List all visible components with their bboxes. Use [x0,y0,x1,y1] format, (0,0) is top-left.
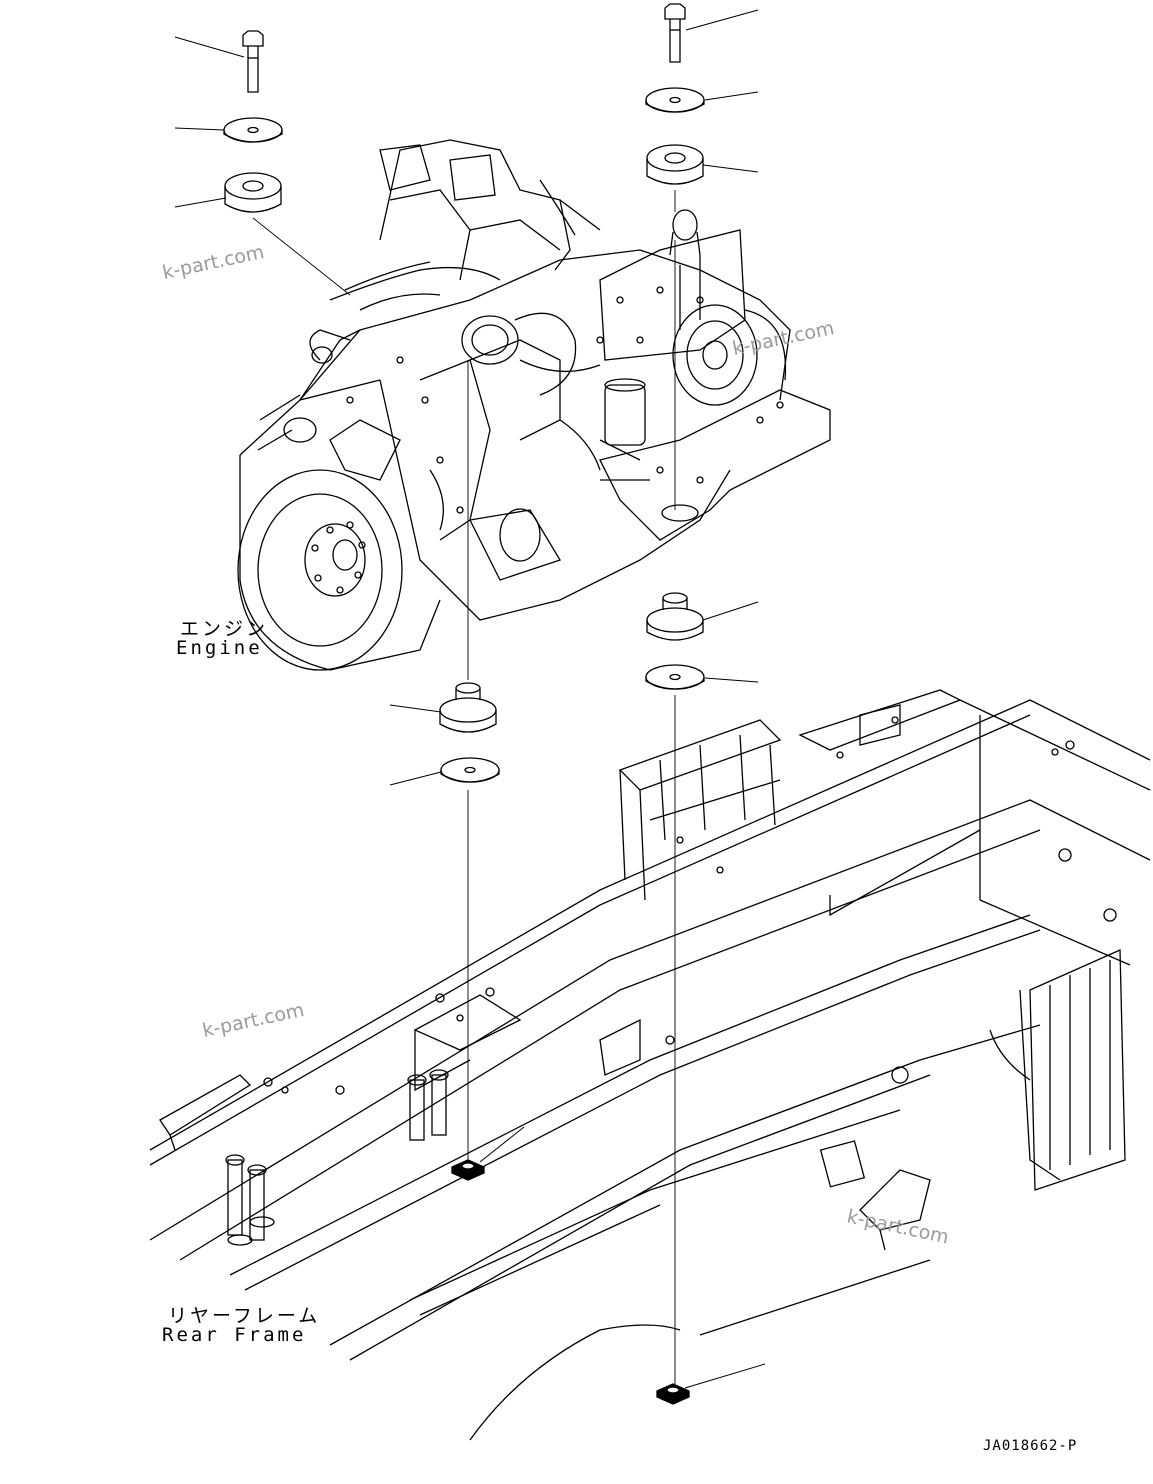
bolt-top-right [664,3,686,63]
cushion-top-left [224,172,282,213]
nut-left [451,1159,485,1181]
rear-frame-drawing [149,689,1151,1441]
rear-frame-label-jp: リヤーフレーム [168,1305,321,1327]
mount-parts [223,3,705,1405]
frame-bolts-left [225,1069,449,1246]
engine-label-jp: エンジン [180,618,269,640]
washer-top-left [223,117,283,143]
engine-label-en: Engine [176,637,263,659]
engine-drawing [237,139,831,671]
washer-lower-right [645,664,705,690]
washer-lower-left [440,757,500,783]
nut-right [656,1383,690,1405]
rear-frame-label-en: Rear Frame [162,1324,307,1346]
washer-top-right [645,87,705,113]
drawing-code: JA018662-P [983,1438,1078,1454]
cushion-top-right [646,144,704,185]
frame-holes [263,716,1117,1095]
cushion-lower-right [646,592,704,641]
leader-lines [174,9,766,1389]
cushion-lower-left [439,682,497,733]
assembly-axes [252,190,676,1384]
bolt-top-left [242,30,264,93]
